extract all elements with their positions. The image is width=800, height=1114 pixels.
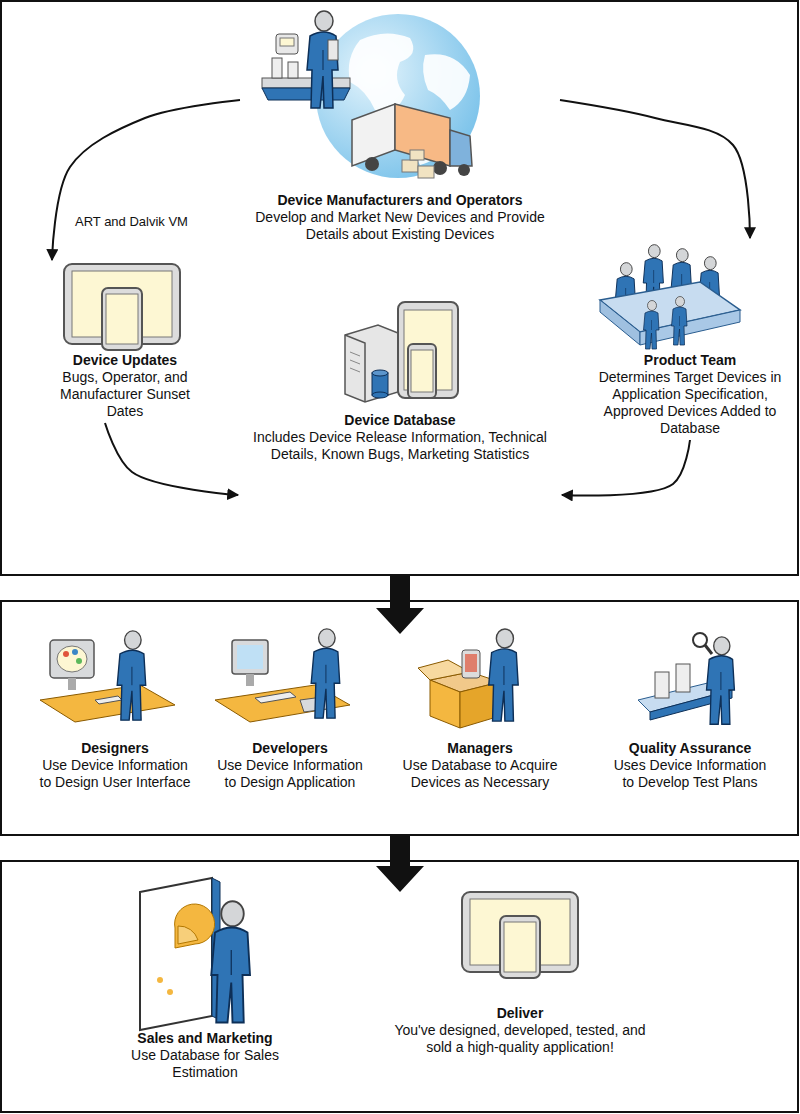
node-heading: Designers bbox=[35, 740, 195, 757]
flow-connector bbox=[560, 100, 750, 238]
process-node: ManagersUse Database to Acquire Devices … bbox=[400, 625, 560, 791]
node-heading: Device Database bbox=[240, 412, 560, 429]
flow-connector bbox=[52, 100, 240, 260]
node-heading: Device Manufacturers and Operators bbox=[240, 192, 560, 209]
process-node: DesignersUse Device Information to Desig… bbox=[35, 625, 195, 791]
node-heading: Product Team bbox=[585, 352, 795, 369]
device-icon bbox=[462, 892, 578, 978]
panel bbox=[1, 601, 798, 835]
process-node: Sales and MarketingUse Database for Sale… bbox=[115, 880, 295, 1081]
node-body: You've designed, developed, tested, and … bbox=[390, 1022, 650, 1056]
manager-illustration bbox=[418, 629, 518, 728]
process-node: DevelopersUse Device Information to Desi… bbox=[210, 625, 370, 791]
node-body: Use Database to Acquire Devices as Neces… bbox=[400, 757, 560, 791]
process-node: Device UpdatesBugs, Operator, and Manufa… bbox=[40, 262, 210, 420]
node-body: Use Device Information to Design User In… bbox=[35, 757, 195, 791]
flow-arrow bbox=[376, 576, 424, 634]
node-heading: Sales and Marketing bbox=[115, 1030, 295, 1047]
process-node: Device DatabaseIncludes Device Release I… bbox=[240, 300, 560, 463]
process-node: Product TeamDetermines Target Devices in… bbox=[585, 240, 795, 437]
node-body: Includes Device Release Information, Tec… bbox=[240, 429, 560, 463]
sales-illustration bbox=[140, 878, 250, 1030]
manufacturer-illustration bbox=[262, 11, 480, 178]
meeting-illustration bbox=[600, 245, 740, 349]
node-body: Develop and Market New Devices and Provi… bbox=[240, 209, 560, 243]
developer-illustration bbox=[215, 629, 350, 722]
node-body: Bugs, Operator, and Manufacturer Sunset … bbox=[40, 369, 210, 420]
process-node: Device Manufacturers and OperatorsDevelo… bbox=[240, 10, 560, 243]
node-body: Use Device Information to Design Applica… bbox=[210, 757, 370, 791]
panel bbox=[1, 1, 798, 575]
process-node: DeliverYou've designed, developed, teste… bbox=[390, 890, 650, 1056]
node-body: Uses Device Information to Develop Test … bbox=[610, 757, 770, 791]
flow-connector bbox=[105, 423, 238, 495]
process-node: Quality AssuranceUses Device Information… bbox=[610, 625, 770, 791]
device-icon bbox=[64, 264, 180, 350]
node-heading: Deliver bbox=[390, 1005, 650, 1022]
node-heading: Developers bbox=[210, 740, 370, 757]
note-label: ART and Dalvik VM bbox=[75, 214, 188, 230]
node-body: Use Database for Sales Estimation bbox=[115, 1047, 295, 1081]
node-body: Determines Target Devices in Application… bbox=[585, 369, 795, 437]
designer-illustration bbox=[40, 631, 175, 722]
flow-arrow bbox=[376, 836, 424, 892]
node-heading: Quality Assurance bbox=[610, 740, 770, 757]
database-illustration bbox=[345, 302, 458, 402]
flow-connector bbox=[562, 440, 690, 496]
node-heading: Device Updates bbox=[40, 352, 210, 369]
qa-illustration bbox=[638, 633, 734, 724]
panel bbox=[1, 861, 798, 1112]
node-heading: Managers bbox=[400, 740, 560, 757]
